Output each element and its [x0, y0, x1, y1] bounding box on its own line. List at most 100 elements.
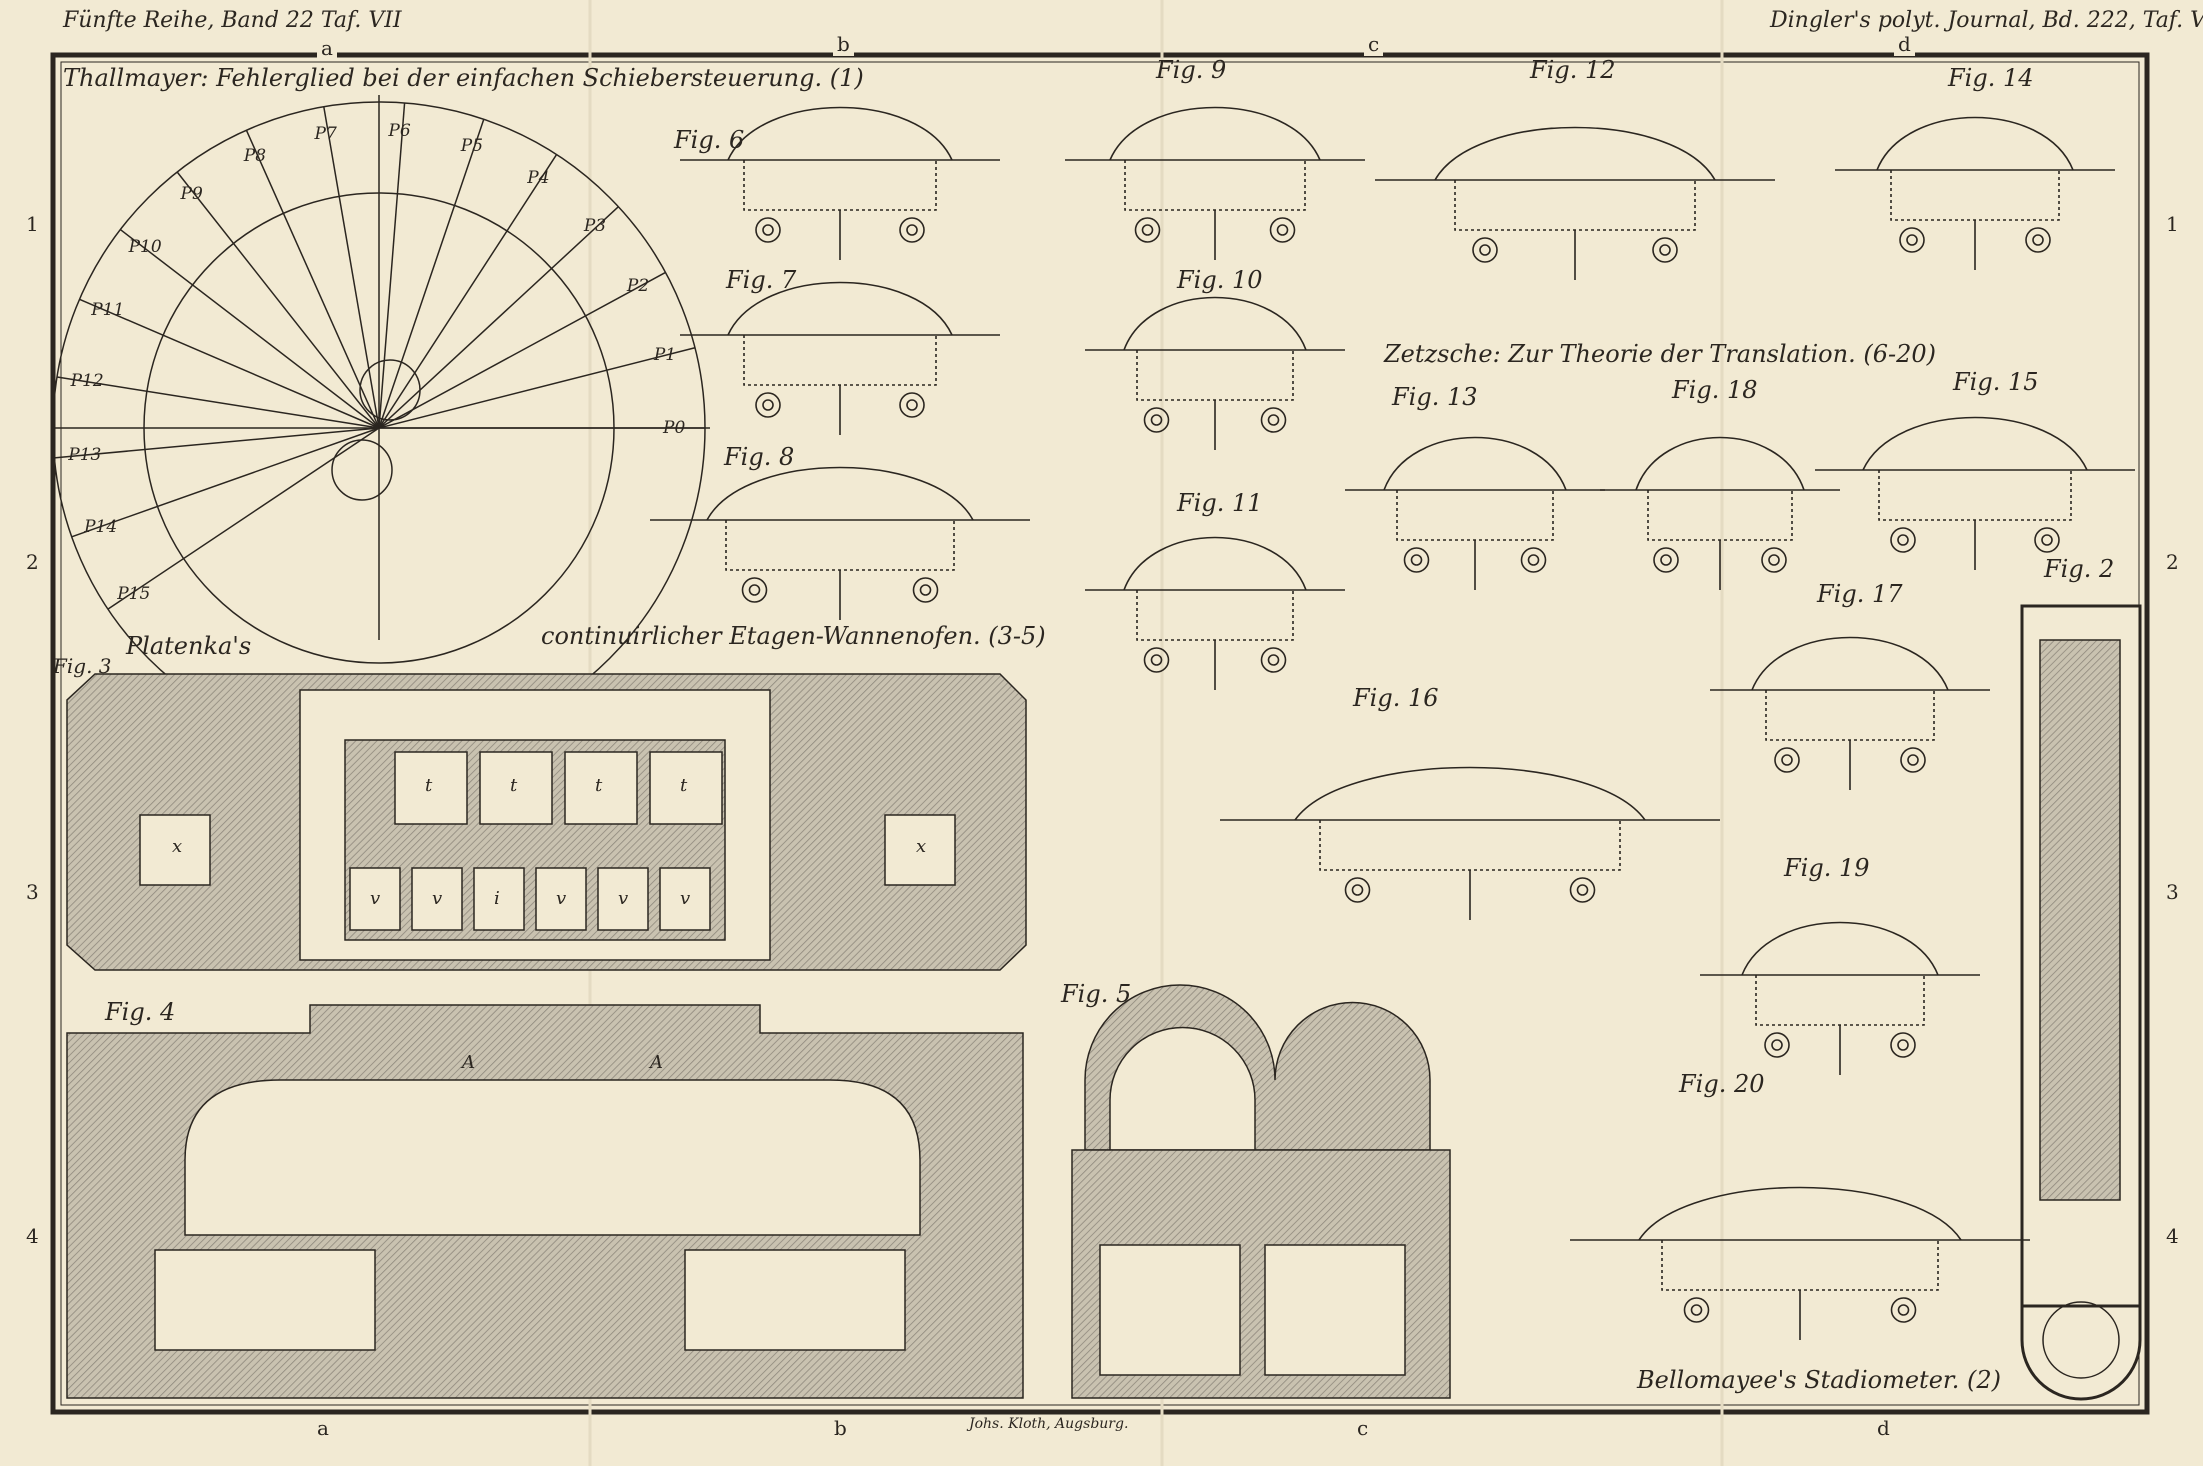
polar-ray	[378, 206, 619, 429]
fig10-label: Fig. 10	[1177, 266, 1263, 294]
polar-label: P3	[583, 215, 607, 236]
furnace-cell-v	[411, 867, 463, 931]
col-mark-d: d	[1894, 32, 1915, 56]
polar-label: P11	[91, 300, 125, 321]
furnace-cell-v	[535, 867, 587, 931]
row-mark-4-right: 4	[2166, 1224, 2179, 1248]
row-mark-3-right: 3	[2166, 880, 2179, 904]
col-mark-c: c	[1364, 32, 1384, 56]
circuit-sketch	[1220, 766, 1720, 920]
polar-ray	[79, 298, 380, 429]
polar-ray	[378, 154, 558, 429]
plan-label: A	[462, 1052, 475, 1073]
polar-label: P4	[527, 168, 550, 189]
fig1-polar-diagram	[52, 95, 710, 755]
plan-label: t	[680, 775, 688, 796]
col-mark-a-bottom: a	[317, 1416, 329, 1440]
fig7-label: Fig. 7	[726, 266, 797, 294]
row-mark-1: 1	[26, 212, 39, 236]
polar-ray	[378, 271, 666, 429]
furnace-cell-t	[649, 751, 723, 825]
fig2-stadiometer	[2020, 604, 2142, 1401]
polar-label: P9	[180, 183, 203, 204]
polar-label: P6	[388, 120, 411, 141]
polar-ray	[56, 376, 380, 429]
plan-label: v	[432, 888, 443, 909]
fig12-label: Fig. 12	[1530, 56, 1616, 84]
fig16-label: Fig. 16	[1353, 684, 1439, 712]
polar-ray	[107, 427, 380, 610]
row-mark-2-right: 2	[2166, 550, 2179, 574]
polar-label: P15	[117, 583, 151, 604]
circuit-sketch	[1815, 416, 2135, 570]
circuit-sketch	[1700, 921, 1980, 1075]
fig5-furnace-section	[1071, 984, 1451, 1399]
circuit-sketch	[1570, 1186, 2030, 1340]
col-mark-b: b	[833, 32, 854, 56]
polar-label: P7	[314, 124, 337, 145]
plan-label: v	[680, 888, 691, 909]
fig3-label: Fig. 3	[53, 654, 112, 678]
plan-label: t	[425, 775, 433, 796]
row-mark-3: 3	[26, 880, 39, 904]
circuit-diagrams	[650, 106, 2135, 1340]
fig15-label: Fig. 15	[1953, 368, 2039, 396]
circuit-sketch	[1710, 636, 1990, 790]
fig6-label: Fig. 6	[674, 126, 745, 154]
fig14-label: Fig. 14	[1948, 64, 2034, 92]
plan-label: v	[618, 888, 629, 909]
fig8-label: Fig. 8	[724, 443, 795, 471]
title-bellomayee: Bellomayee's Stadiometer. (2)	[1637, 1366, 2001, 1394]
polar-label: P8	[243, 145, 267, 166]
polar-label: P1	[653, 344, 677, 365]
plan-label: x	[916, 836, 927, 857]
furnace-cell-t	[479, 751, 553, 825]
imprint: Johs. Kloth, Augsburg.	[969, 1416, 1129, 1432]
furnace-cell-t	[564, 751, 638, 825]
fig4-furnace-elevation	[66, 1004, 1024, 1399]
polar-label: P5	[460, 135, 484, 156]
polar-label: P12	[70, 371, 104, 392]
polar-ray	[378, 102, 406, 429]
polar-ray	[119, 228, 380, 429]
header-journal: Dingler's polyt. Journal, Bd. 222, Taf. …	[1770, 8, 2203, 33]
plan-label: t	[510, 775, 518, 796]
row-mark-4: 4	[26, 1224, 39, 1248]
polar-ray	[378, 119, 485, 429]
plan-label: i	[494, 888, 500, 909]
circuit-sketch	[1600, 436, 1840, 590]
fig20-label: Fig. 20	[1679, 1070, 1765, 1098]
plan-label: x	[172, 836, 183, 857]
col-mark-d-bottom: d	[1877, 1416, 1890, 1440]
circuit-sketch	[1085, 296, 1345, 450]
polar-label: P10	[128, 236, 162, 257]
furnace-cell-t	[394, 751, 468, 825]
circuit-sketch	[1375, 126, 1775, 280]
plan-label: v	[556, 888, 567, 909]
circuit-sketch	[1345, 436, 1605, 590]
circuit-sketch	[650, 466, 1030, 620]
polar-label: P14	[84, 517, 118, 538]
col-mark-c-bottom: c	[1357, 1416, 1369, 1440]
col-mark-b-bottom: b	[834, 1416, 847, 1440]
circuit-sketch	[680, 106, 1000, 260]
title-thallmayer: Thallmayer: Fehlerglied bei der einfache…	[63, 64, 864, 92]
circuit-sketch	[1085, 536, 1345, 690]
polar-label: P13	[68, 445, 102, 466]
circuit-sketch	[1065, 106, 1365, 260]
fig2-label: Fig. 2	[2044, 555, 2115, 583]
col-mark-a: a	[317, 36, 337, 60]
polar-ray	[176, 171, 380, 429]
furnace-cell-v	[473, 867, 525, 931]
plan-label: A	[650, 1052, 663, 1073]
circuit-sketch	[1835, 116, 2115, 270]
polar-ray	[54, 427, 380, 459]
fig5-label: Fig. 5	[1061, 980, 1132, 1008]
title-platenka: Platenka's	[126, 632, 252, 660]
furnace-cell-v	[659, 867, 711, 931]
polar-ray	[378, 347, 696, 429]
fig18-label: Fig. 18	[1672, 376, 1758, 404]
fig9-label: Fig. 9	[1156, 56, 1227, 84]
polar-label: P2	[626, 275, 650, 296]
